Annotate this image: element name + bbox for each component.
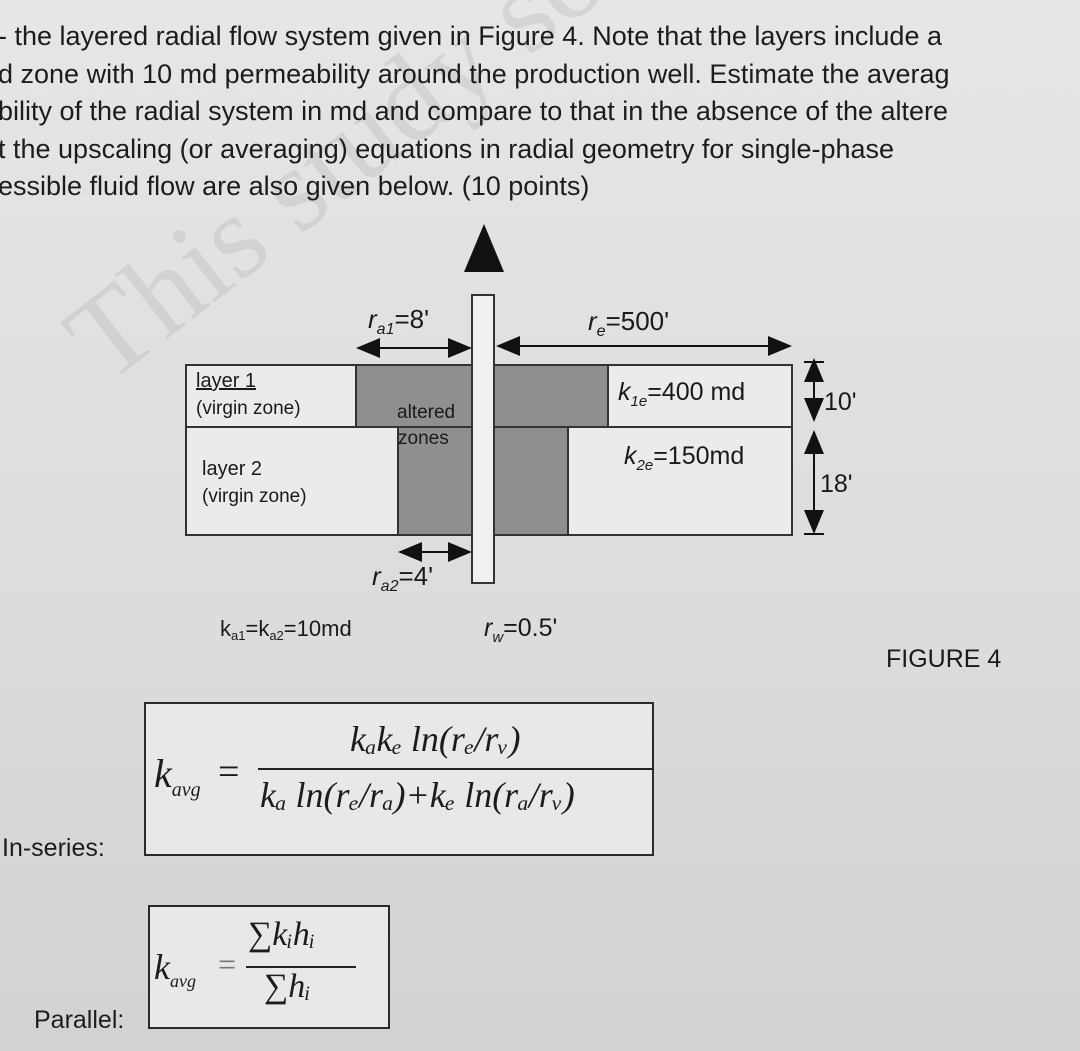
rw-label: rw=0.5': [484, 614, 557, 646]
re-label: re=500': [588, 306, 669, 340]
figure-caption: FIGURE 4: [886, 645, 1001, 673]
series-numerator: kₐkₑ ln(rₑ/rᵥ): [350, 719, 521, 759]
ra1-label: ra1=8': [368, 304, 429, 338]
series-formula: kavg = kₐkₑ ln(rₑ/rᵥ) kₐ ln(rₑ/rₐ)+kₑ ln…: [150, 712, 660, 842]
altered-label-1: altered: [397, 402, 455, 423]
parallel-denominator: ∑hᵢ: [264, 968, 311, 1005]
h2-label: 18': [820, 470, 853, 498]
wellbore: [471, 294, 495, 584]
layer2-label: layer 2: [202, 458, 262, 480]
parallel-lhs: kavg: [154, 947, 196, 992]
series-label: In-series:: [2, 834, 105, 862]
series-fraction-bar: [258, 768, 654, 770]
ra2-label: ra2=4': [372, 561, 433, 595]
problem-line: essible fluid flow are also given below.…: [0, 171, 590, 201]
layer2-zone-label: (virgin zone): [202, 486, 307, 507]
parallel-numerator: ∑kᵢhᵢ: [248, 916, 316, 953]
problem-line: t the upscaling (or averaging) equations…: [0, 133, 895, 164]
k1e-label: k1e=400 md: [618, 378, 745, 410]
layer1-label: layer 1: [196, 370, 256, 392]
problem-text: - the layered radial flow system given i…: [0, 18, 1080, 206]
h1-label: 10': [824, 388, 857, 416]
series-denominator: kₐ ln(rₑ/rₐ)+kₑ ln(rₐ/rᵥ): [260, 775, 575, 815]
series-formula-box: [144, 702, 654, 856]
problem-line: d zone with 10 md permeability around th…: [0, 58, 950, 89]
series-lhs: kavg: [154, 751, 201, 801]
parallel-equals: =: [218, 946, 237, 982]
series-equals: =: [218, 751, 240, 793]
problem-line: bility of the radial system in md and co…: [0, 96, 949, 126]
altered-label-2: zones: [398, 428, 449, 449]
parallel-fraction-bar: [246, 966, 356, 968]
ka-label: ka1=ka2=10md: [220, 616, 352, 643]
layer1-zone-label: (virgin zone): [196, 398, 301, 419]
problem-line: - the layered radial flow system given i…: [0, 21, 942, 51]
k2e-label: k2e=150md: [624, 442, 744, 474]
parallel-formula: kavg = ∑kᵢhᵢ ∑hᵢ: [152, 910, 382, 1020]
parallel-label: Parallel:: [34, 1006, 125, 1034]
